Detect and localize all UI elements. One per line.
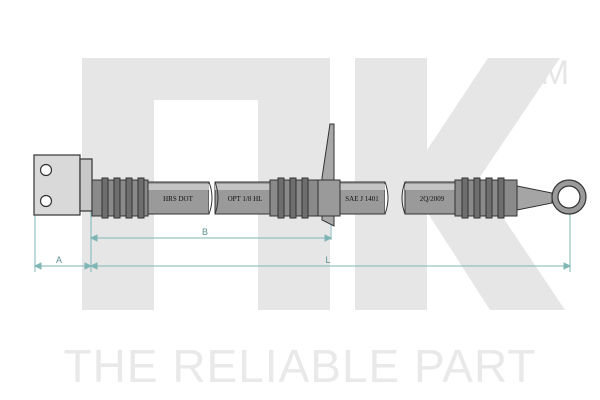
hose-marking-4: 2Q/2009: [420, 195, 445, 203]
hose-marking-3: SAE J 1401: [345, 195, 379, 203]
left-bracket: [33, 154, 93, 216]
dimension-lines: [33, 200, 572, 272]
right-ferrule: [454, 177, 553, 219]
hose-marking-2: OPT 1/8 HL: [228, 195, 263, 203]
banjo-eye-fitting: [551, 179, 587, 215]
middle-ferrule: [269, 123, 341, 227]
trademark-mark: TM: [520, 54, 569, 92]
left-ferrule: [91, 177, 149, 219]
hose-marking-1: HRS DOT: [163, 195, 193, 203]
dimension-label-l: L: [325, 255, 330, 265]
dimension-label-a: A: [56, 255, 62, 265]
dimension-label-b: B: [202, 227, 208, 237]
brand-slogan: THE RELIABLE PART: [63, 340, 537, 392]
